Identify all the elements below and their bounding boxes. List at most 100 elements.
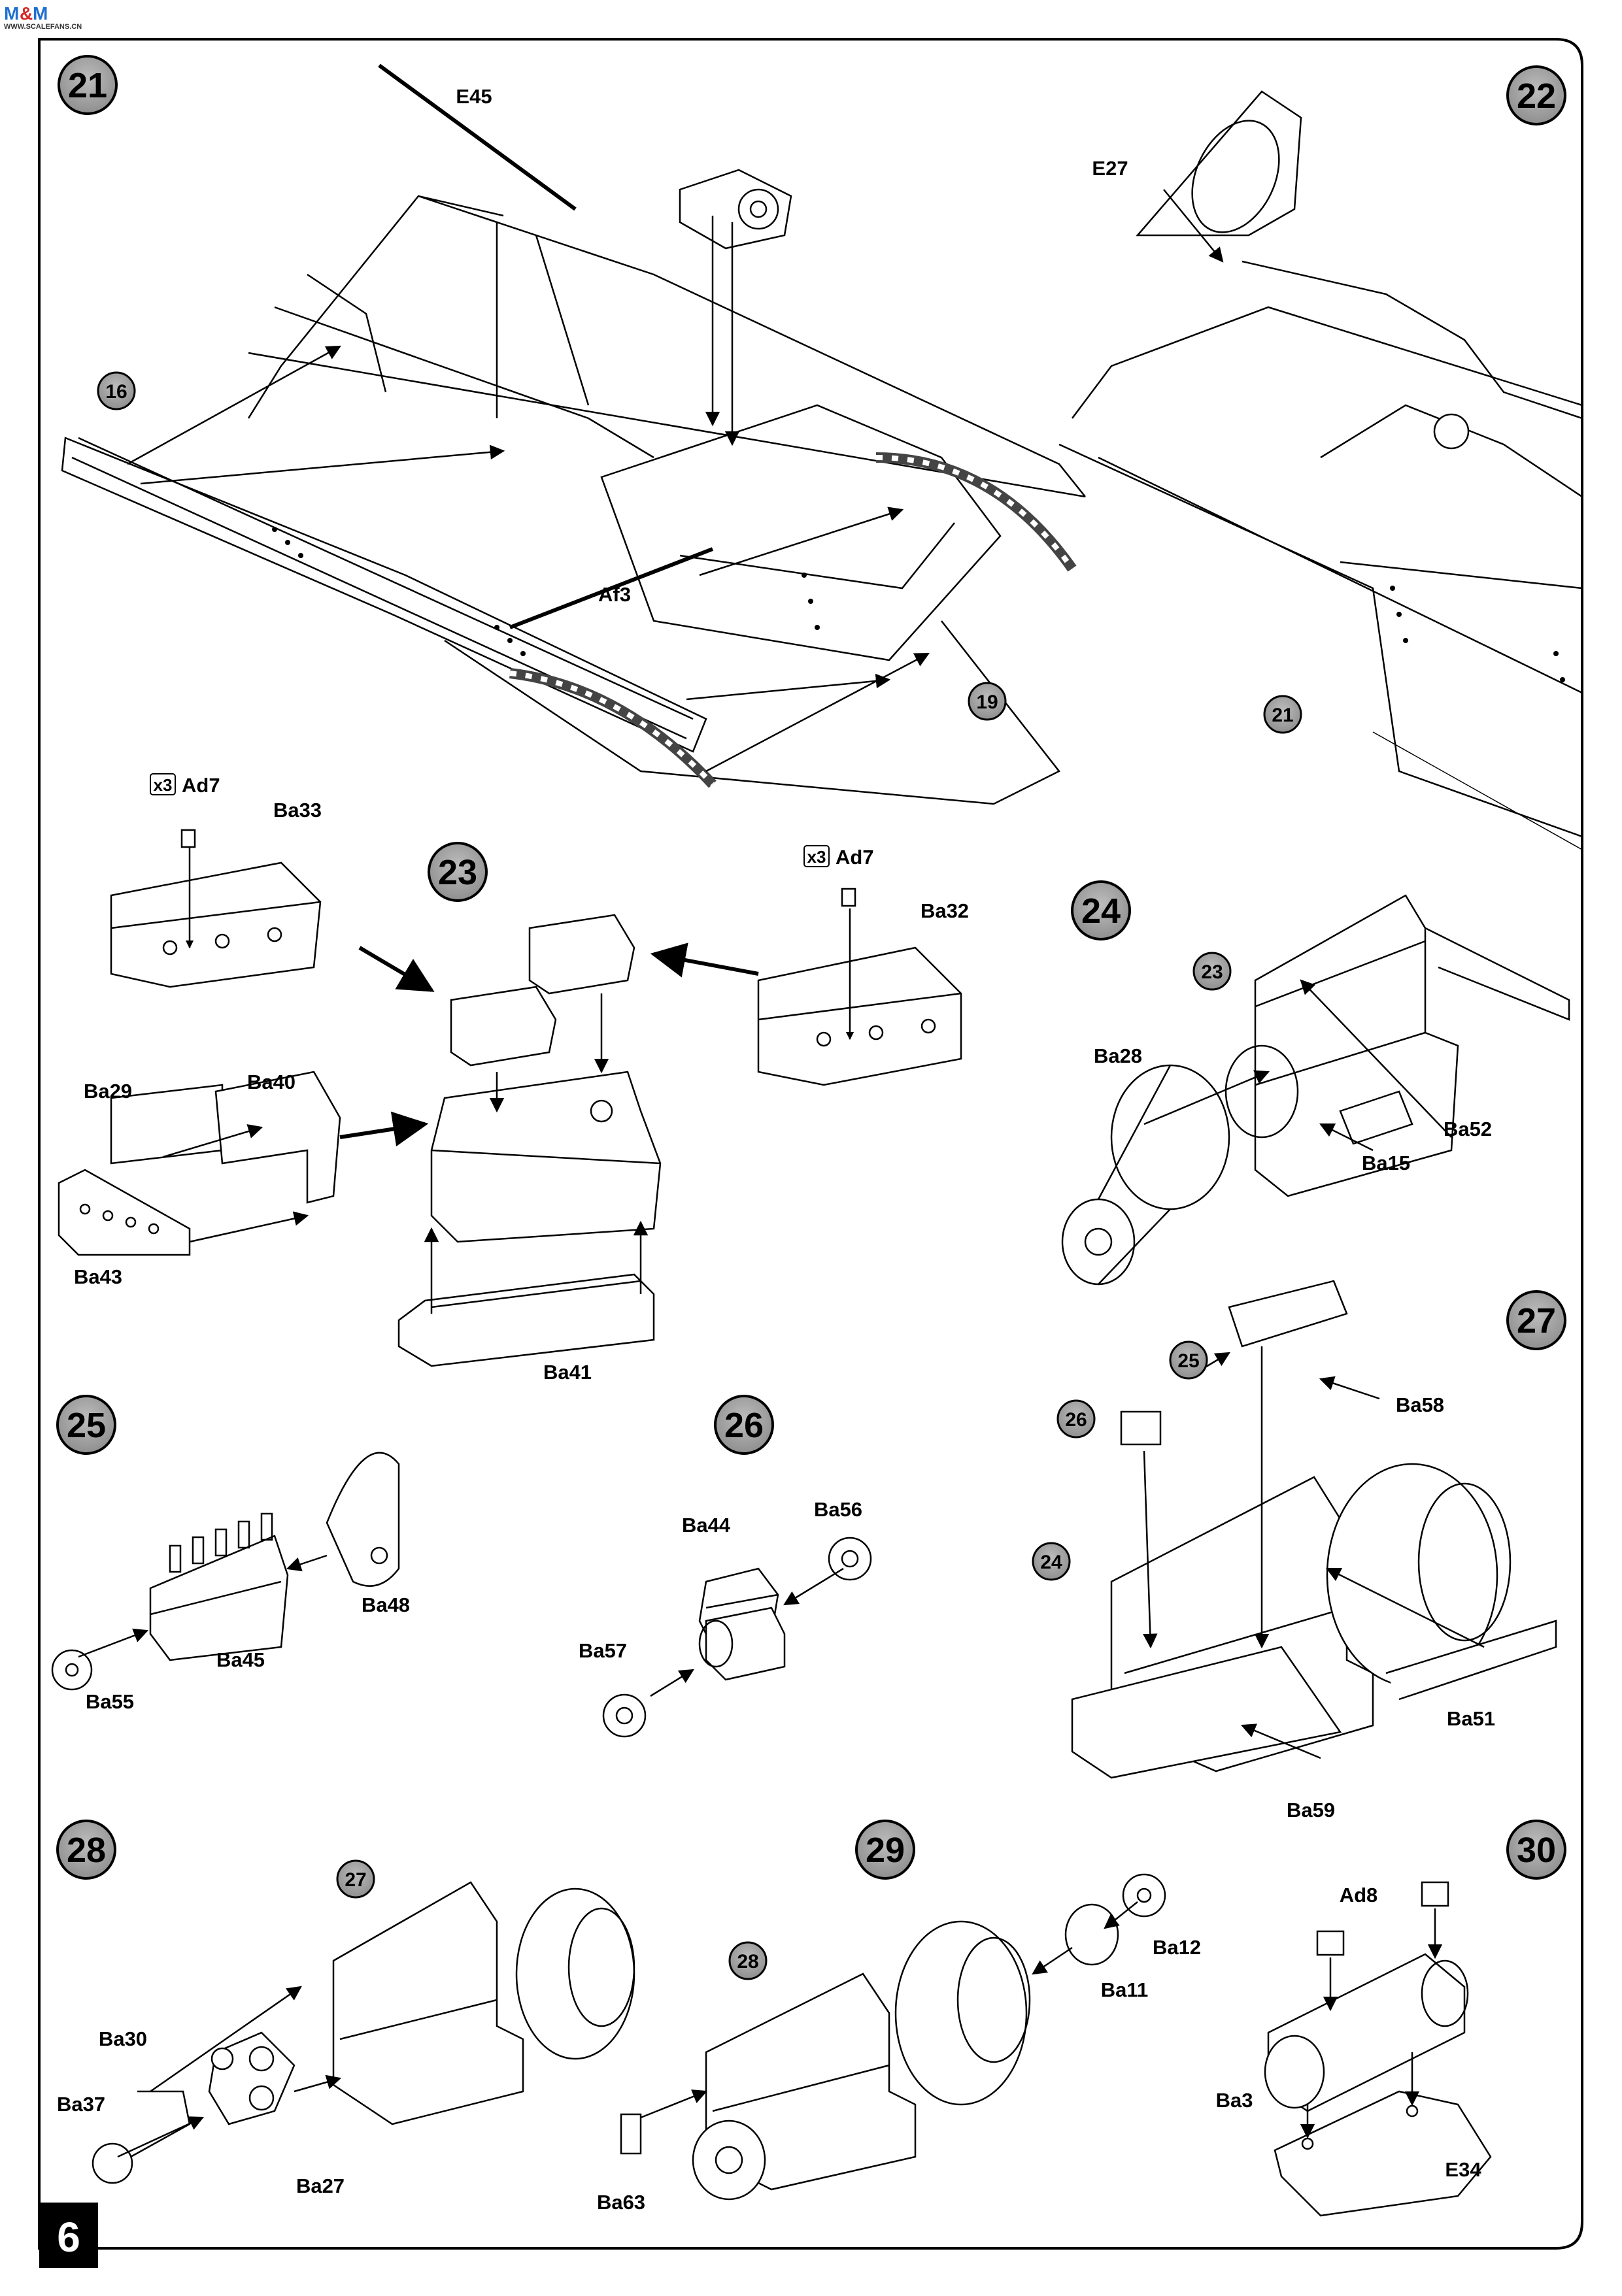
part-label: Ba44 xyxy=(682,1514,731,1537)
step-badge xyxy=(855,1820,915,1880)
part-label: Ba56 xyxy=(814,1498,862,1521)
subassembly-ref: 25 xyxy=(1177,1350,1199,1372)
step-27-labels: 27 25 26 24 Ba58 Ba51 Ba59 xyxy=(1032,1290,1566,1822)
step-number: 29 xyxy=(866,1831,905,1870)
subassembly-ref: 28 xyxy=(737,1951,758,1972)
part-label: Ba28 xyxy=(1094,1044,1142,1067)
step-number: 30 xyxy=(1517,1831,1556,1870)
step-badge xyxy=(1071,880,1131,940)
step-number: 25 xyxy=(67,1406,106,1445)
quantity-mark: x3 xyxy=(154,775,173,795)
part-label: Ad7 xyxy=(182,774,220,797)
quantity-box xyxy=(803,845,830,867)
step-25-labels: 25 Ba48 Ba45 Ba55 xyxy=(56,1395,410,1713)
part-label: Ba3 xyxy=(1216,2089,1253,2112)
step-24-labels: 24 23 Ba28 Ba52 Ba15 xyxy=(1071,880,1492,1174)
part-label: Ba59 xyxy=(1287,1799,1335,1822)
part-label: Ba57 xyxy=(579,1639,627,1662)
part-label: Ba37 xyxy=(57,2093,105,2116)
part-label: Ba30 xyxy=(99,2027,147,2050)
step-25 xyxy=(51,1452,400,1691)
step-30-labels: 30 Ad8 Ba3 E34 xyxy=(1216,1820,1566,2181)
part-label: Ba15 xyxy=(1362,1152,1410,1174)
step-number: 22 xyxy=(1517,76,1556,116)
subassembly-ref: 23 xyxy=(1201,961,1223,983)
step-21-labels: 21 E45 Af3 16 19 xyxy=(58,55,1007,721)
quantity-mark: x3 xyxy=(807,847,826,867)
step-number: 24 xyxy=(1081,891,1121,931)
step-27 xyxy=(1071,1280,1557,1779)
part-label: Ba52 xyxy=(1444,1118,1492,1140)
part-label: Ba33 xyxy=(273,799,322,822)
part-label: Ba51 xyxy=(1447,1707,1495,1730)
step-23-labels: 23 x3 Ad7 Ba33 x3 Ad7 Ba32 Ba29 Ba40 Ba4… xyxy=(74,773,969,1384)
step-26-labels: 26 Ba44 Ba56 Ba57 xyxy=(579,1395,862,1662)
part-label: Ba63 xyxy=(597,2191,645,2214)
subassembly-ref: 24 xyxy=(1040,1552,1062,1573)
part-label: Ba48 xyxy=(362,1593,410,1616)
page-number-tab: 6 xyxy=(39,2203,98,2268)
subassembly-badge xyxy=(97,371,136,410)
logo-letter: M xyxy=(33,3,48,24)
logo-caption: WWW.SCALEFANS.CN xyxy=(4,23,82,31)
subassembly-badge xyxy=(1169,1340,1208,1380)
subassembly-badge xyxy=(1056,1399,1096,1439)
brand-logo: M & M WWW.SCALEFANS.CN xyxy=(4,3,82,31)
part-label: Ba32 xyxy=(921,899,969,922)
step-22 xyxy=(1058,90,1583,850)
step-22-labels: 22 E27 21 xyxy=(1092,65,1566,734)
subassembly-badge xyxy=(336,1859,375,1899)
step-26 xyxy=(602,1537,872,1738)
step-number: 28 xyxy=(67,1831,106,1870)
subassembly-ref: 19 xyxy=(976,691,998,713)
step-29-labels: 29 28 Ba12 Ba11 Ba63 xyxy=(597,1820,1201,2214)
part-label: Ba41 xyxy=(543,1361,592,1384)
step-badge xyxy=(714,1395,774,1455)
step-badge xyxy=(56,1820,116,1880)
step-30 xyxy=(1264,1881,1492,2217)
step-number: 26 xyxy=(724,1406,764,1445)
part-label: Ba12 xyxy=(1153,1936,1201,1959)
subassembly-ref: 21 xyxy=(1272,705,1293,726)
step-badge xyxy=(56,1395,116,1455)
step-number: 27 xyxy=(1517,1301,1556,1340)
part-label: Ba45 xyxy=(216,1648,265,1671)
step-badge xyxy=(1506,65,1566,125)
step-number: 23 xyxy=(438,853,477,892)
subassembly-badge xyxy=(1032,1542,1071,1581)
part-label: Ba40 xyxy=(247,1071,296,1093)
step-badge xyxy=(58,55,118,115)
subassembly-badge xyxy=(1192,952,1232,991)
part-label: Ba27 xyxy=(296,2174,345,2197)
logo-letter: & xyxy=(20,3,33,24)
quantity-box xyxy=(150,773,176,795)
page-number: 6 xyxy=(57,2214,80,2261)
subassembly-ref: 27 xyxy=(345,1869,366,1891)
step-number: 21 xyxy=(68,66,107,105)
subassembly-ref: 26 xyxy=(1065,1409,1087,1431)
subassembly-badge xyxy=(968,682,1007,721)
step-21 xyxy=(61,63,1086,805)
subassembly-badge xyxy=(1263,695,1302,734)
step-28-labels: 28 27 Ba30 Ba37 Ba27 xyxy=(56,1820,375,2197)
part-label: E45 xyxy=(456,85,492,108)
part-label: Ba58 xyxy=(1396,1393,1444,1416)
step-badge xyxy=(1506,1290,1566,1350)
logo-letter: M xyxy=(4,3,19,24)
part-label: Ba11 xyxy=(1101,1978,1148,2001)
part-label: Ad7 xyxy=(836,846,874,869)
step-23 xyxy=(58,829,962,1367)
part-label: Ba43 xyxy=(74,1265,122,1288)
subassembly-ref: 16 xyxy=(105,381,127,403)
part-label: E34 xyxy=(1445,2158,1481,2181)
step-badge xyxy=(428,842,488,902)
subassembly-badge xyxy=(728,1941,768,1980)
part-label: Ba29 xyxy=(84,1080,132,1103)
part-label: E27 xyxy=(1092,157,1128,180)
step-29 xyxy=(620,1873,1166,2201)
step-24 xyxy=(1061,894,1570,1286)
page-frame xyxy=(38,38,1583,2250)
part-label: Ad8 xyxy=(1340,1884,1378,1906)
